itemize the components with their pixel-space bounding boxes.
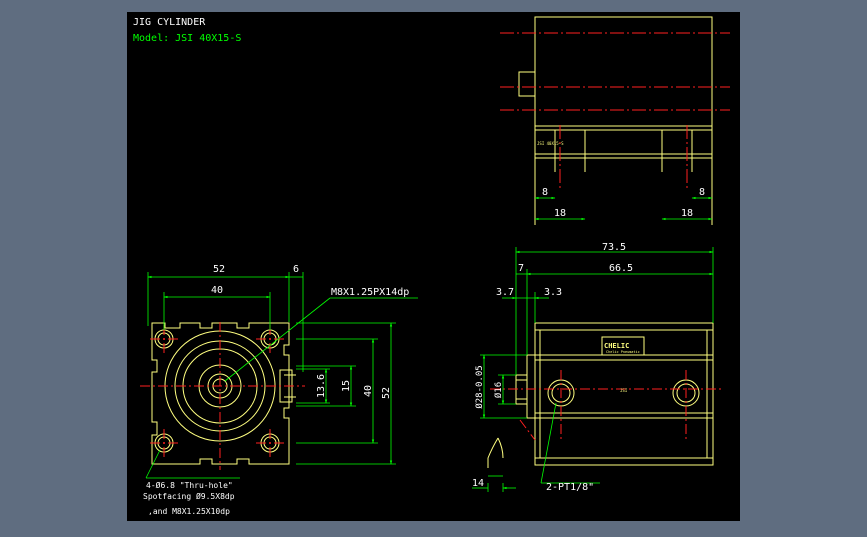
dim-side-73-5: 73.5 bbox=[602, 242, 626, 253]
top-view-base bbox=[534, 125, 713, 159]
chelic-logo-sub: Chelic Pneumatic bbox=[606, 350, 640, 354]
dim-side-14: 14 bbox=[472, 478, 484, 489]
dim-front-52: 52 bbox=[213, 264, 225, 275]
top-view-slot-right bbox=[661, 129, 693, 155]
callout-tap-thread: M8X1.25PX14dp bbox=[331, 287, 409, 298]
dim-top-8-left: 8 bbox=[542, 187, 548, 198]
top-view: JSI 40X15-S 8 8 18 18 bbox=[500, 16, 730, 225]
dim-front-h40: 40 bbox=[363, 385, 374, 397]
top-view-slot-left bbox=[554, 129, 586, 155]
chelic-logo-plate bbox=[601, 336, 645, 356]
dim-side-3-3: 3.3 bbox=[544, 287, 562, 298]
chelic-logo-text: CHELIC bbox=[604, 342, 629, 350]
dim-top-8-right: 8 bbox=[699, 187, 705, 198]
dim-side-7: 7 bbox=[518, 263, 524, 274]
side-view: CHELIC Chelic Pneumatic JSI bbox=[472, 242, 722, 493]
drawing-sheet bbox=[127, 12, 740, 521]
front-view: 52 6 40 52 40 15 13.6 M8X1.25PX14dp 4-Ø6… bbox=[140, 264, 418, 516]
dim-side-dia16: Ø16 bbox=[493, 382, 504, 398]
front-view-body-outline bbox=[151, 322, 290, 465]
dim-front-h15: 15 bbox=[341, 380, 352, 392]
drawing-title: JIG CYLINDER bbox=[133, 17, 206, 28]
dim-top-18-right: 18 bbox=[681, 208, 693, 219]
dim-front-h13-6: 13.6 bbox=[316, 374, 327, 398]
note-thread: ,and M8X1.25X10dp bbox=[148, 507, 230, 516]
dim-top-18-left: 18 bbox=[554, 208, 566, 219]
note-spotfacing: Spotfacing Ø9.5X8dp bbox=[143, 491, 235, 501]
top-view-small-label: JSI 40X15-S bbox=[537, 141, 564, 146]
dim-side-66-5: 66.5 bbox=[609, 263, 633, 274]
top-view-rod-end bbox=[518, 71, 536, 97]
model-label: Model: JSI 40X15-S bbox=[133, 33, 241, 44]
dim-front-h52: 52 bbox=[381, 387, 392, 399]
dim-side-dia28: Ø28-0.05 bbox=[474, 365, 485, 408]
side-view-small-label: JSI bbox=[620, 388, 628, 393]
callout-port: 2-PT1/8" bbox=[546, 482, 594, 493]
dim-front-40: 40 bbox=[211, 285, 223, 296]
note-thru-hole: 4-Ø6.8 "Thru-hole" bbox=[146, 480, 233, 490]
dim-front-6: 6 bbox=[293, 264, 299, 275]
dim-side-3-7: 3.7 bbox=[496, 287, 514, 298]
